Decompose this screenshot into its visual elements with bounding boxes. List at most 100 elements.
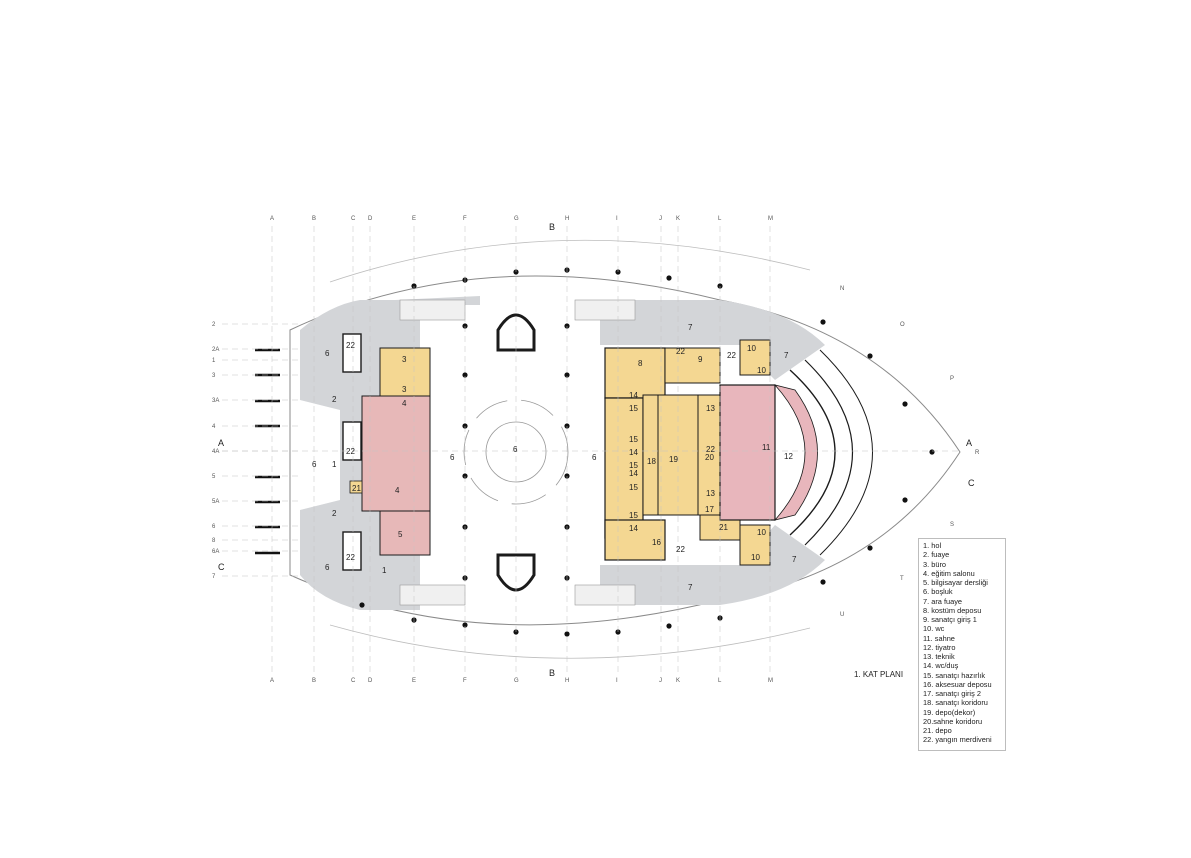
grid-col-label: C (351, 678, 356, 684)
room-label: 21 (352, 484, 361, 493)
room-label: 3 (402, 355, 407, 364)
grid-row-label: 5 (212, 474, 216, 480)
grid-row-label: 7 (212, 574, 216, 580)
grid-row-label: 5A (212, 499, 219, 505)
grid-column-labels-top: A B C D E F G H I J K L M (270, 216, 773, 222)
legend-item: 9. sanatçı giriş 1 (923, 615, 977, 624)
room-labels: 6 22 3 3 2 4 22 6 1 6 6 6 21 4 2 5 22 6 … (312, 323, 797, 592)
grid-col-label: G (514, 216, 519, 222)
room-label: 6 (325, 563, 330, 572)
grid-col-label: F (463, 216, 467, 222)
section-mark-c-left: C (218, 562, 225, 572)
grid-col-label: B (312, 216, 316, 222)
room-label: 2 (332, 509, 337, 518)
grid-col-label: L (718, 678, 722, 684)
grid-row-label: 3A (212, 398, 219, 404)
grid-col-label: D (368, 216, 373, 222)
plan-title: 1. KAT PLANI (854, 670, 904, 679)
grid-col-label: E (412, 216, 416, 222)
facade-ticks (255, 348, 280, 555)
grid-row-label: 4 (212, 424, 216, 430)
legend-item: 2. fuaye (923, 550, 950, 560)
radial-label: S (950, 522, 954, 528)
room-label: 22 (727, 351, 736, 360)
grid-col-label: C (351, 216, 356, 222)
grid-col-label: A (270, 216, 274, 222)
grid-row-label: 6A (212, 549, 219, 555)
section-mark-b-top: B (549, 222, 555, 232)
room-label: 7 (688, 323, 693, 332)
room-label: 8 (638, 359, 643, 368)
section-mark-c-right: C (968, 478, 975, 488)
grid-row-label: 2A (212, 347, 219, 353)
radial-label: O (900, 322, 905, 328)
room-label: 7 (792, 555, 797, 564)
legend-item: 18. sanatçı koridoru (923, 698, 988, 708)
room-label: 15 (629, 461, 638, 470)
room-label: 10 (747, 344, 756, 353)
grid-row-label: 6 (212, 524, 216, 530)
grid-col-label: I (616, 678, 618, 684)
room-label: 4 (395, 486, 400, 495)
section-mark-a-right: A (966, 438, 972, 448)
grid-col-label: F (463, 678, 467, 684)
room-label: 22 (346, 447, 355, 456)
grid-col-label: M (768, 678, 773, 684)
legend-item: 11. sahne (923, 633, 955, 643)
legend-item: 21. depo (923, 726, 952, 735)
radial-label: N (840, 286, 844, 292)
room-label: 5 (398, 530, 403, 539)
room-label: 19 (669, 455, 678, 464)
room-label: 21 (719, 523, 728, 532)
room-label: 22 (346, 341, 355, 350)
room-label: 6 (513, 445, 518, 454)
room-label: 10 (757, 366, 766, 375)
radial-labels: N O P R S T U (840, 286, 980, 618)
elevator-cores (496, 313, 536, 592)
legend-item: 22. yangın merdiveni (923, 735, 992, 745)
grid-col-label: H (565, 678, 569, 684)
room-label: 6 (450, 453, 455, 462)
canopy-outline-bottom (329, 624, 811, 659)
room-label: 13 (706, 404, 715, 413)
room-label: 20 (705, 453, 714, 462)
room-label: 2 (332, 395, 337, 404)
legend-item: 19. depo(dekor) (923, 707, 976, 717)
section-marks: B B A A C C (218, 222, 975, 678)
stairs (399, 299, 636, 606)
room-label: 12 (784, 452, 793, 461)
section-mark-b-bottom: B (549, 668, 555, 678)
legend-item: 8. kostüm deposu (923, 605, 982, 615)
room-label: 14 (629, 448, 638, 457)
legend-item: 1. hol (923, 541, 942, 550)
legend-item: 4. eğitim salonu (923, 568, 975, 578)
room-label: 13 (706, 489, 715, 498)
room-label: 22 (706, 445, 715, 454)
grid-col-label: J (659, 678, 662, 684)
legend-item: 15. sanatçı hazırlık (923, 670, 986, 680)
grid-row-label: 4A (212, 449, 219, 455)
grid-col-label: M (768, 216, 773, 222)
left-wing (342, 333, 431, 571)
grid-row-label: 2 (212, 322, 216, 328)
legend-item: 6. boşluk (923, 587, 953, 597)
grid-row-labels: 2 2A 1 3 3A 4 4A 5 5A 6 8 6A 7 (212, 322, 219, 580)
room-label: 10 (751, 553, 760, 562)
radial-label: P (950, 376, 954, 382)
room-label: 6 (312, 460, 317, 469)
room-label: 14 (629, 469, 638, 478)
grid-col-label: D (368, 678, 373, 684)
grid-column-labels-bottom: A B C D E F G H I J K L M (270, 678, 773, 684)
room-label: 14 (629, 391, 638, 400)
grid-col-label: K (676, 216, 680, 222)
grid-col-label: A (270, 678, 274, 684)
section-mark-a-left: A (218, 438, 224, 448)
room-label: 3 (402, 385, 407, 394)
room-label: 7 (784, 351, 789, 360)
radial-label: U (840, 612, 844, 618)
room-label: 11 (762, 443, 771, 452)
legend-item: 3. büro (923, 559, 947, 569)
grid-row-label: 3 (212, 373, 216, 379)
grid-col-label: E (412, 678, 416, 684)
